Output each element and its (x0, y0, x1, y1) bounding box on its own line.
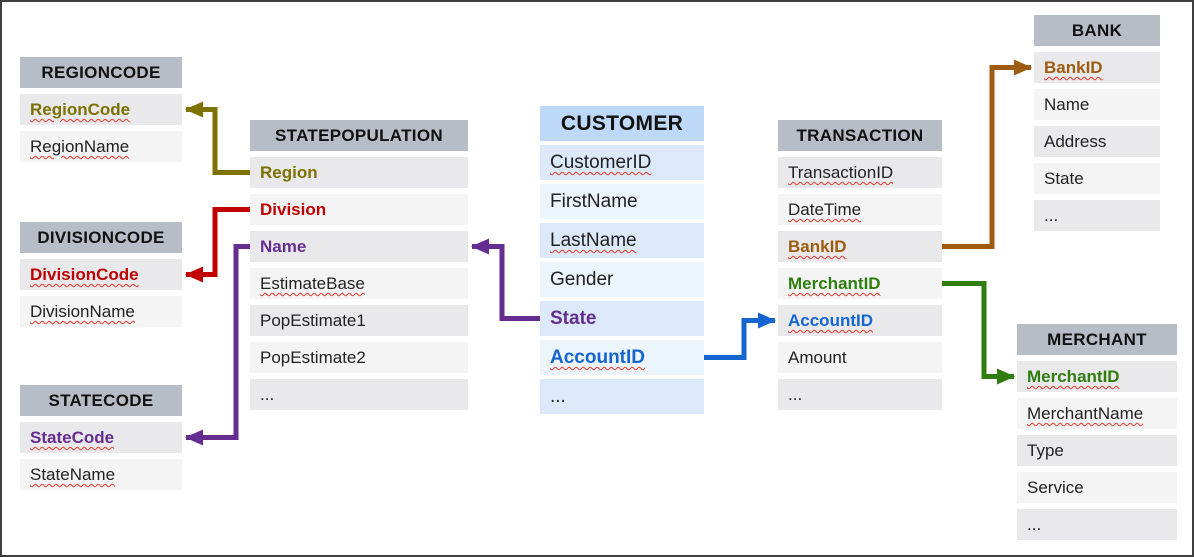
field-bank-state: State (1034, 163, 1160, 194)
field-statecode-statename: StateName (20, 459, 182, 490)
field-bank-ellipsis: ... (1034, 200, 1160, 231)
connector-name-to-statecode (185, 244, 250, 446)
field-statepopulation-region: Region (250, 157, 468, 188)
table-bank-header: BANK (1034, 15, 1160, 46)
connector-state-to-name (471, 238, 540, 321)
field-divisioncode-divisionname: DivisionName (20, 296, 182, 327)
field-transaction-accountid: AccountID (778, 305, 942, 336)
field-statepopulation-popestimate1: PopEstimate1 (250, 305, 468, 336)
field-statepopulation-name: Name (250, 231, 468, 262)
table-statepopulation-header: STATEPOPULATION (250, 120, 468, 151)
field-transaction-datetime: DateTime (778, 194, 942, 225)
connector-merchantid-to-merchant (942, 281, 1015, 385)
table-statepopulation: STATEPOPULATION Region Division Name Est… (250, 120, 468, 410)
table-regioncode: REGIONCODE RegionCode RegionName (20, 57, 182, 162)
field-bank-name: Name (1034, 89, 1160, 120)
field-transaction-amount: Amount (778, 342, 942, 373)
field-statepopulation-estimatebase: EstimateBase (250, 268, 468, 299)
field-customer-accountid: AccountID (540, 340, 704, 375)
connector-division-to-divisioncode (185, 207, 250, 283)
field-customer-ellipsis: ... (540, 379, 704, 414)
connector-accountid-to-transaction (704, 312, 776, 360)
table-customer: CUSTOMER CustomerID FirstName LastName G… (540, 106, 704, 414)
field-merchant-type: Type (1017, 435, 1177, 466)
field-bank-address: Address (1034, 126, 1160, 157)
table-regioncode-header: REGIONCODE (20, 57, 182, 88)
field-divisioncode-divisioncode: DivisionCode (20, 259, 182, 290)
field-statepopulation-division: Division (250, 194, 468, 225)
field-statecode-statecode: StateCode (20, 422, 182, 453)
field-bank-bankid: BankID (1034, 52, 1160, 83)
field-merchant-merchantid: MerchantID (1017, 361, 1177, 392)
table-transaction-header: TRANSACTION (778, 120, 942, 151)
field-customer-firstname: FirstName (540, 184, 704, 219)
field-customer-lastname: LastName (540, 223, 704, 258)
field-regioncode-regionname: RegionName (20, 131, 182, 162)
field-merchant-ellipsis: ... (1017, 509, 1177, 540)
table-merchant-header: MERCHANT (1017, 324, 1177, 355)
table-statecode: STATECODE StateCode StateName (20, 385, 182, 490)
connector-bankid-to-bank (942, 59, 1032, 249)
table-customer-header: CUSTOMER (540, 106, 704, 141)
field-customer-customerid: CustomerID (540, 145, 704, 180)
field-customer-gender: Gender (540, 262, 704, 297)
field-transaction-transactionid: TransactionID (778, 157, 942, 188)
table-transaction: TRANSACTION TransactionID DateTime BankI… (778, 120, 942, 410)
field-transaction-bankid: BankID (778, 231, 942, 262)
field-transaction-ellipsis: ... (778, 379, 942, 410)
field-statepopulation-ellipsis: ... (250, 379, 468, 410)
field-transaction-merchantid: MerchantID (778, 268, 942, 299)
table-merchant: MERCHANT MerchantID MerchantName Type Se… (1017, 324, 1177, 540)
field-regioncode-regioncode: RegionCode (20, 94, 182, 125)
table-bank: BANK BankID Name Address State ... (1034, 15, 1160, 231)
field-merchant-service: Service (1017, 472, 1177, 503)
table-divisioncode-header: DIVISIONCODE (20, 222, 182, 253)
table-statecode-header: STATECODE (20, 385, 182, 416)
connector-region-to-regioncode (185, 101, 250, 175)
field-statepopulation-popestimate2: PopEstimate2 (250, 342, 468, 373)
field-merchant-merchantname: MerchantName (1017, 398, 1177, 429)
table-divisioncode: DIVISIONCODE DivisionCode DivisionName (20, 222, 182, 327)
field-customer-state: State (540, 301, 704, 336)
